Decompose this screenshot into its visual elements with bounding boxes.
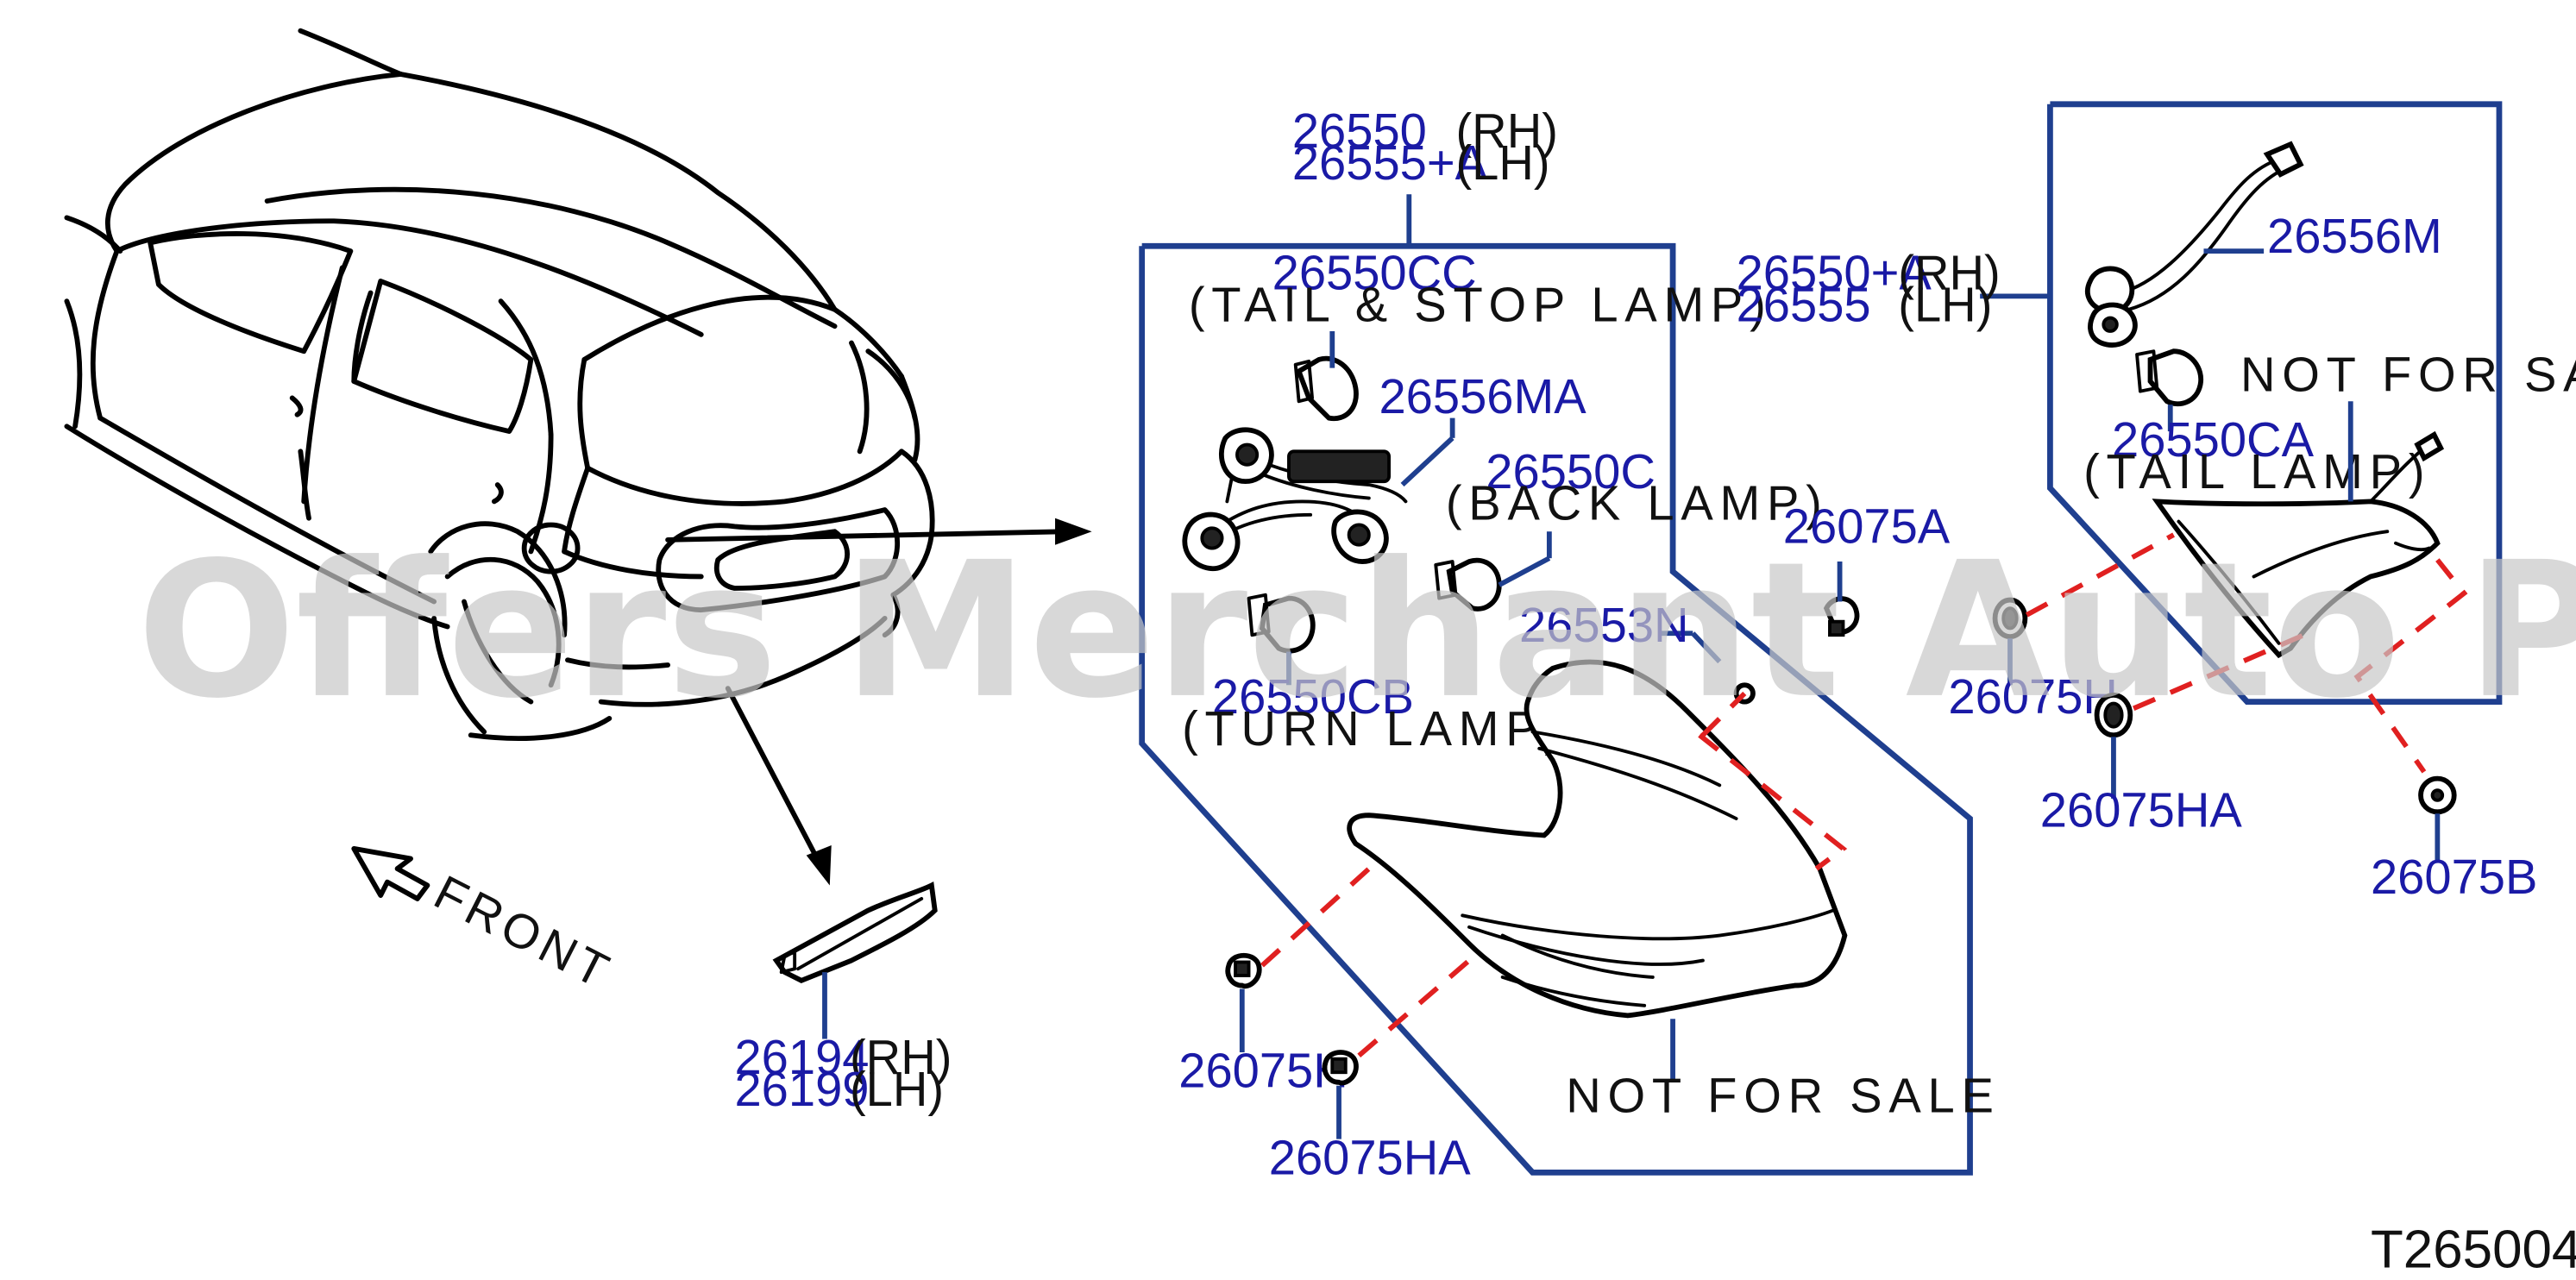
harness-inner [2085, 141, 2304, 348]
front-label: FRONT [426, 864, 622, 1000]
side-marker-side-rh: (RH) [850, 1030, 952, 1084]
side-marker-pn-lh: 26199 [734, 1062, 869, 1116]
front-direction-indicator: FRONT [351, 845, 622, 1000]
bulb-tail-desc: (TAIL LAMP) [2083, 444, 2431, 499]
gasket-pn: 26553N [1519, 598, 1689, 652]
nut-26075b [2418, 775, 2457, 863]
nut-26075a [1733, 562, 1860, 705]
bulb-tail [2135, 348, 2204, 432]
inner-assembly-side-rh: (RH) [1898, 246, 2000, 300]
diagram-code: T265004T [2371, 1220, 2576, 1280]
clip-ha-right [2094, 692, 2133, 799]
bulb-back-desc: (BACK LAMP) [1446, 476, 1829, 530]
main-assembly-pn-rh: 26550 [1292, 104, 1427, 158]
harness-inner-pn: 26556M [2267, 209, 2442, 263]
bulb-turn-desc: (TURN LAMP) [1182, 701, 1568, 756]
side-marker-side-lh: (LH) [850, 1062, 944, 1116]
callout-arrows [665, 518, 1092, 886]
assembly-dashed-lines-main [1260, 691, 1848, 1058]
watermark: Offers Merchant Auto Parts Catalog PARTS… [137, 523, 2576, 740]
main-assembly-side-rh: (RH) [1455, 104, 1557, 158]
main-tail-lamp [1347, 659, 1848, 1082]
assembly-dashed-lines-inner [2025, 532, 2468, 774]
clip-h-right-pn: 26075H [1948, 669, 2118, 724]
bulb-tail-stop-desc: (TAIL & STOP LAMP) [1189, 277, 1773, 331]
clip-ha-left [1322, 1050, 1359, 1139]
main-assembly-side-lh: (LH) [1455, 135, 1549, 190]
not-for-sale-main: NOT FOR SALE [1566, 1069, 2000, 1123]
bulb-tail-stop-pn: 26550CC [1272, 246, 1477, 300]
bulb-turn-pn: 26550CB [1212, 669, 1414, 724]
nut-b-pn: 26075B [2371, 850, 2537, 904]
bulb-tail-pn: 26550CA [2112, 412, 2315, 467]
clip-ha-right-pn: 26075HA [2040, 783, 2243, 838]
bulb-back [1434, 531, 1552, 612]
bulb-back-pn: 26550C [1486, 444, 1656, 499]
clip-h-right [1992, 597, 2028, 686]
nut-a-pn: 26075A [1783, 499, 1951, 554]
clip-ha-left-pn: 26075HA [1269, 1130, 1472, 1184]
bulb-tail-stop [1293, 330, 1359, 422]
main-assembly-pn-lh: 26555+A [1292, 135, 1488, 190]
main-assembly-frame [1139, 242, 1973, 1176]
inner-assembly-pn-rh: 26550+A [1737, 246, 1932, 300]
harness-main-pn: 26556MA [1379, 369, 1586, 424]
side-marker-lamp [772, 882, 938, 1039]
inner-assembly-pn-lh: 26555 [1737, 277, 1871, 331]
bulb-turn [1247, 593, 1316, 686]
clip-h-left [1225, 952, 1262, 1052]
not-for-sale-inner: NOT FOR SALE [2240, 348, 2576, 402]
clip-h-left-pn: 26075H [1178, 1044, 1348, 1098]
inner-tail-lamp [2152, 401, 2445, 659]
inner-assembly-side-lh: (LH) [1898, 277, 1992, 331]
harness-main [1182, 417, 1455, 572]
side-marker-pn-rh: 26194 [734, 1030, 869, 1084]
